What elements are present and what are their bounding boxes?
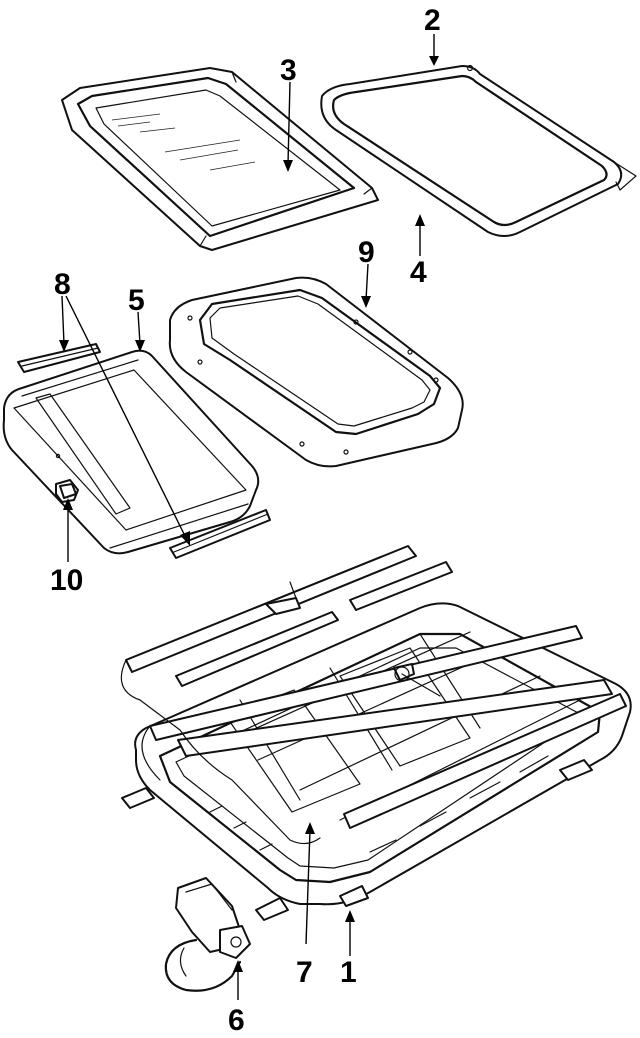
callout-3: 3	[280, 54, 297, 87]
part-3-glass-panel	[61, 67, 379, 251]
part-8-upper-strip	[17, 343, 101, 373]
part-10-latch	[59, 483, 77, 499]
callout-6: 6	[228, 1004, 245, 1037]
callout-1: 1	[340, 956, 357, 989]
callout-8: 8	[54, 268, 71, 301]
part-2-4-seal	[320, 64, 637, 237]
callout-5: 5	[128, 284, 145, 317]
part-8-lower-strip	[169, 509, 271, 559]
callout-4: 4	[410, 256, 427, 289]
callout-2: 2	[424, 4, 441, 37]
part-6-motor	[164, 877, 251, 992]
part-1-housing-assembly	[120, 545, 632, 921]
callout-7: 7	[296, 956, 313, 989]
callout-9: 9	[358, 236, 375, 269]
leader-lines	[59, 34, 439, 1000]
part-9-frame	[168, 276, 464, 468]
callout-10: 10	[50, 564, 83, 597]
